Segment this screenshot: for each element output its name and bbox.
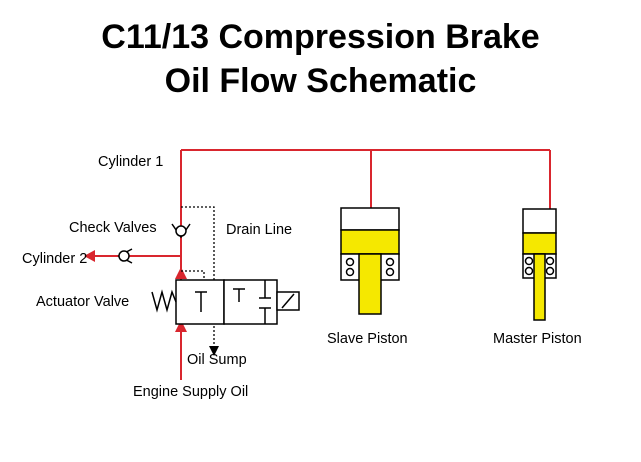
- check-valves-label: Check Valves: [69, 220, 157, 236]
- oil-sump-label: Oil Sump: [187, 352, 247, 368]
- oil-lines: [92, 149, 551, 380]
- actuator-valve-label: Actuator Valve: [36, 294, 130, 310]
- master-piston-icon: [522, 208, 557, 321]
- upper-supply-arrow-icon: [175, 267, 187, 279]
- cylinder-1-label: Cylinder 1: [98, 154, 164, 170]
- diagram-title-line-1: C11/13 Compression Brake: [101, 18, 540, 56]
- flow-arrows: [84, 250, 187, 332]
- slave-piston-label: Slave Piston: [327, 331, 408, 347]
- lower-supply-arrow-icon: [175, 320, 187, 332]
- slave-piston-icon: [340, 207, 400, 315]
- diagram-title-line-2: Oil Flow Schematic: [164, 62, 477, 100]
- master-piston-label: Master Piston: [493, 331, 582, 347]
- cylinder-2-arrow-icon: [84, 250, 95, 262]
- drain-line-label: Drain Line: [226, 222, 293, 238]
- actuator-valve-icon: [151, 279, 300, 325]
- cylinder-2-label: Cylinder 2: [22, 251, 88, 267]
- check-valve-upper-icon: [171, 223, 191, 239]
- check-valve-lower-icon: [117, 248, 133, 264]
- oil-sump-arrow-icon: [209, 346, 219, 356]
- engine-supply-oil-label: Engine Supply Oil: [133, 384, 249, 400]
